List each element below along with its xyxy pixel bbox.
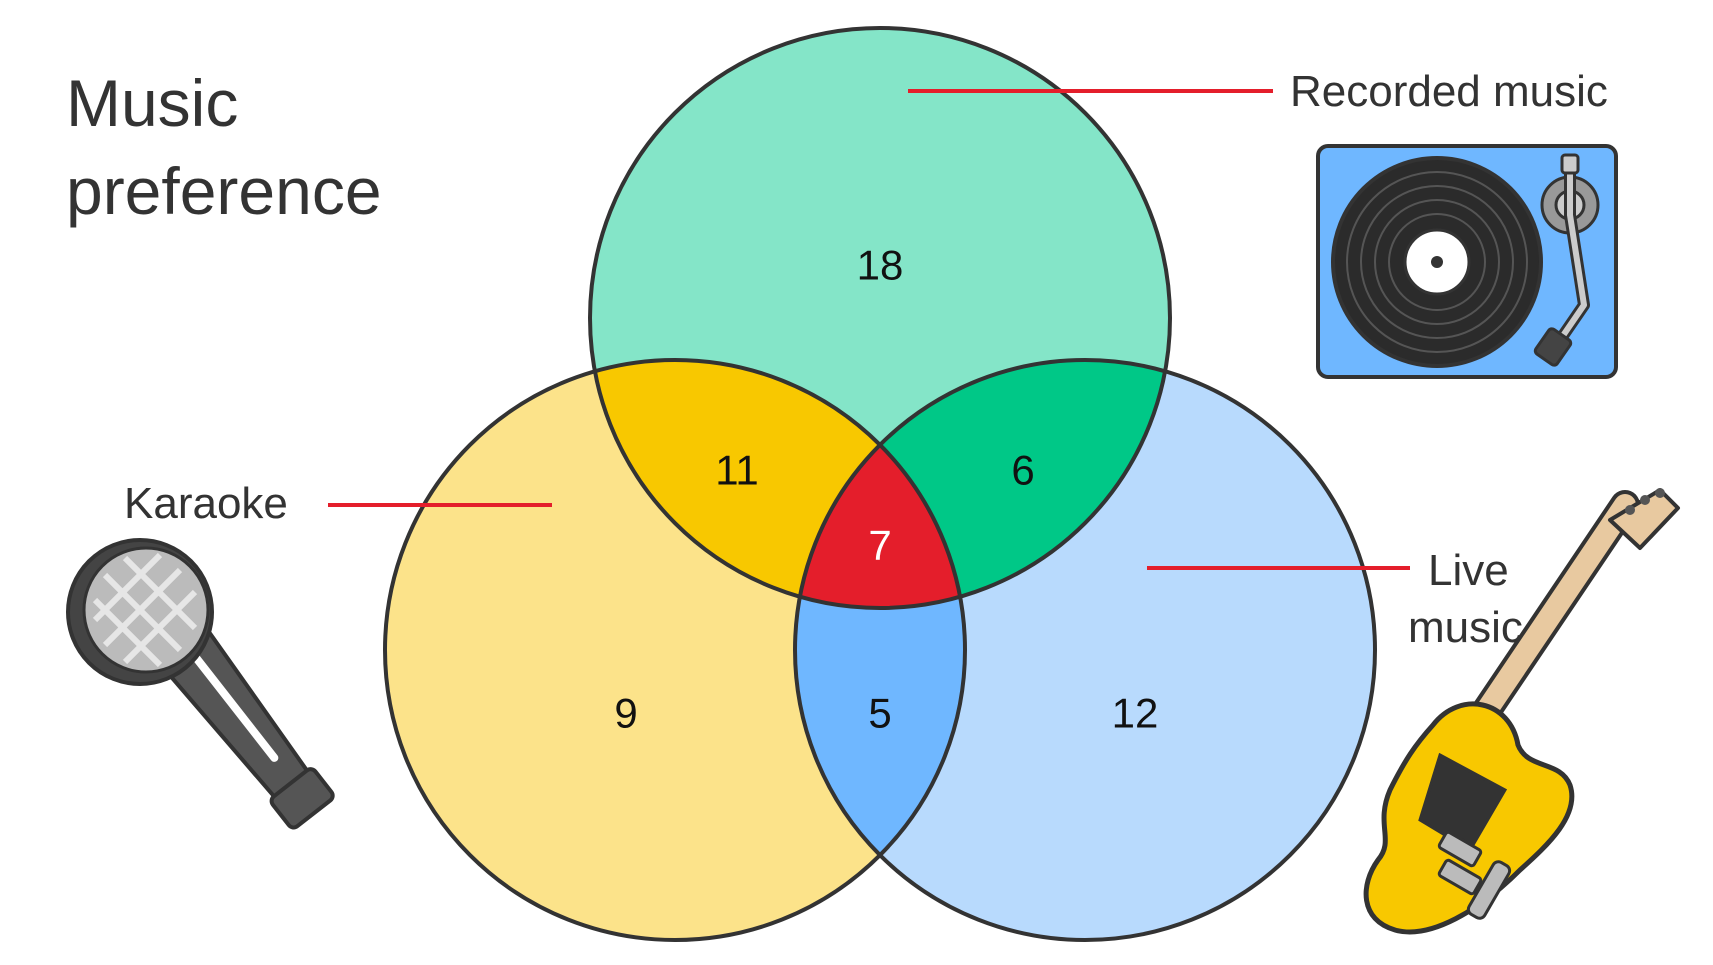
region-recorded-karaoke [590, 360, 965, 608]
title-line-2: preference [66, 154, 382, 228]
title-line-1: Music [66, 66, 238, 140]
outline-live-music [793, 358, 1377, 942]
outline-recorded-music [588, 26, 1172, 610]
label-live-line-1: Live [1428, 546, 1509, 595]
label-karaoke: Karaoke [124, 479, 288, 528]
outline-karaoke [383, 358, 967, 942]
count-live-only: 12 [1112, 690, 1159, 737]
turntable-icon [1316, 144, 1618, 379]
label-recorded-music: Recorded music [1290, 67, 1608, 116]
count-karaoke-live: 5 [868, 690, 891, 737]
count-recorded-only: 18 [857, 242, 904, 289]
microphone-icon [66, 538, 335, 830]
count-karaoke-only: 9 [614, 690, 637, 737]
label-live-line-2: music [1408, 603, 1523, 652]
count-recorded-live: 6 [1011, 447, 1034, 494]
region-recorded-live [795, 360, 1170, 608]
count-recorded-karaoke: 11 [715, 447, 759, 494]
electric-guitar-icon [1363, 488, 1680, 935]
count-all-three: 7 [868, 522, 891, 569]
